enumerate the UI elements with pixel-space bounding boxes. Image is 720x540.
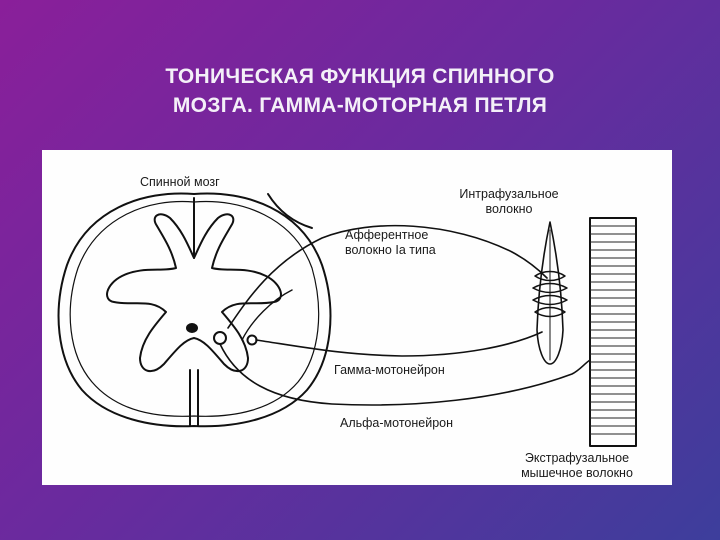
alpha-motoneuron-soma [213, 331, 227, 345]
label-afferent-line-2: волокно Ia типа [345, 243, 436, 257]
label-intrafusal-line-2: волокно [485, 202, 533, 216]
label-extrafusal-line-1: Экстрафузальное [524, 451, 630, 465]
label-alpha-motoneuron: Альфа-мотонейрон [340, 416, 453, 430]
slide-title: ТОНИЧЕСКАЯ ФУНКЦИЯ СПИННОГО МОЗГА. ГАММА… [0, 62, 720, 120]
label-extrafusal-fiber: Экстрафузальное мышечное волокно [502, 451, 652, 481]
annulospiral-ending [532, 270, 568, 318]
label-afferent-line-1: Афферентное [345, 228, 429, 242]
central-canal [186, 323, 198, 333]
diagram-panel: Спинной мозг Интрафузальное волокно Аффе… [42, 150, 672, 485]
afferent-branch [241, 289, 293, 341]
label-intrafusal-line-1: Интрафузальное [459, 187, 559, 201]
alpha-axon [219, 343, 591, 406]
gamma-axon [255, 331, 543, 357]
slide-title-line-1: ТОНИЧЕСКАЯ ФУНКЦИЯ СПИННОГО [165, 65, 555, 88]
label-spinal-cord: Спинной мозг [140, 175, 220, 189]
afferent-fiber [227, 224, 548, 329]
spinal-cord-outline [57, 192, 332, 428]
label-extrafusal-line-2: мышечное волокно [521, 466, 633, 480]
spinal-cord-inner-contour [69, 200, 320, 417]
gray-matter [106, 213, 282, 373]
gamma-motoneuron-soma [246, 334, 258, 346]
slide-title-line-2: МОЗГА. ГАММА-МОТОРНАЯ ПЕТЛЯ [172, 94, 548, 117]
label-afferent-fiber: Афферентное волокно Ia типа [345, 228, 436, 258]
anterior-median-fissure [189, 369, 199, 427]
extrafusal-striations [590, 225, 636, 435]
extrafusal-fiber [589, 217, 637, 447]
dorsal-root [267, 193, 313, 229]
label-intrafusal-fiber: Интрафузальное волокно [444, 187, 574, 217]
gamma-loop-diagram [57, 192, 637, 447]
label-gamma-motoneuron: Гамма-мотонейрон [334, 363, 445, 377]
